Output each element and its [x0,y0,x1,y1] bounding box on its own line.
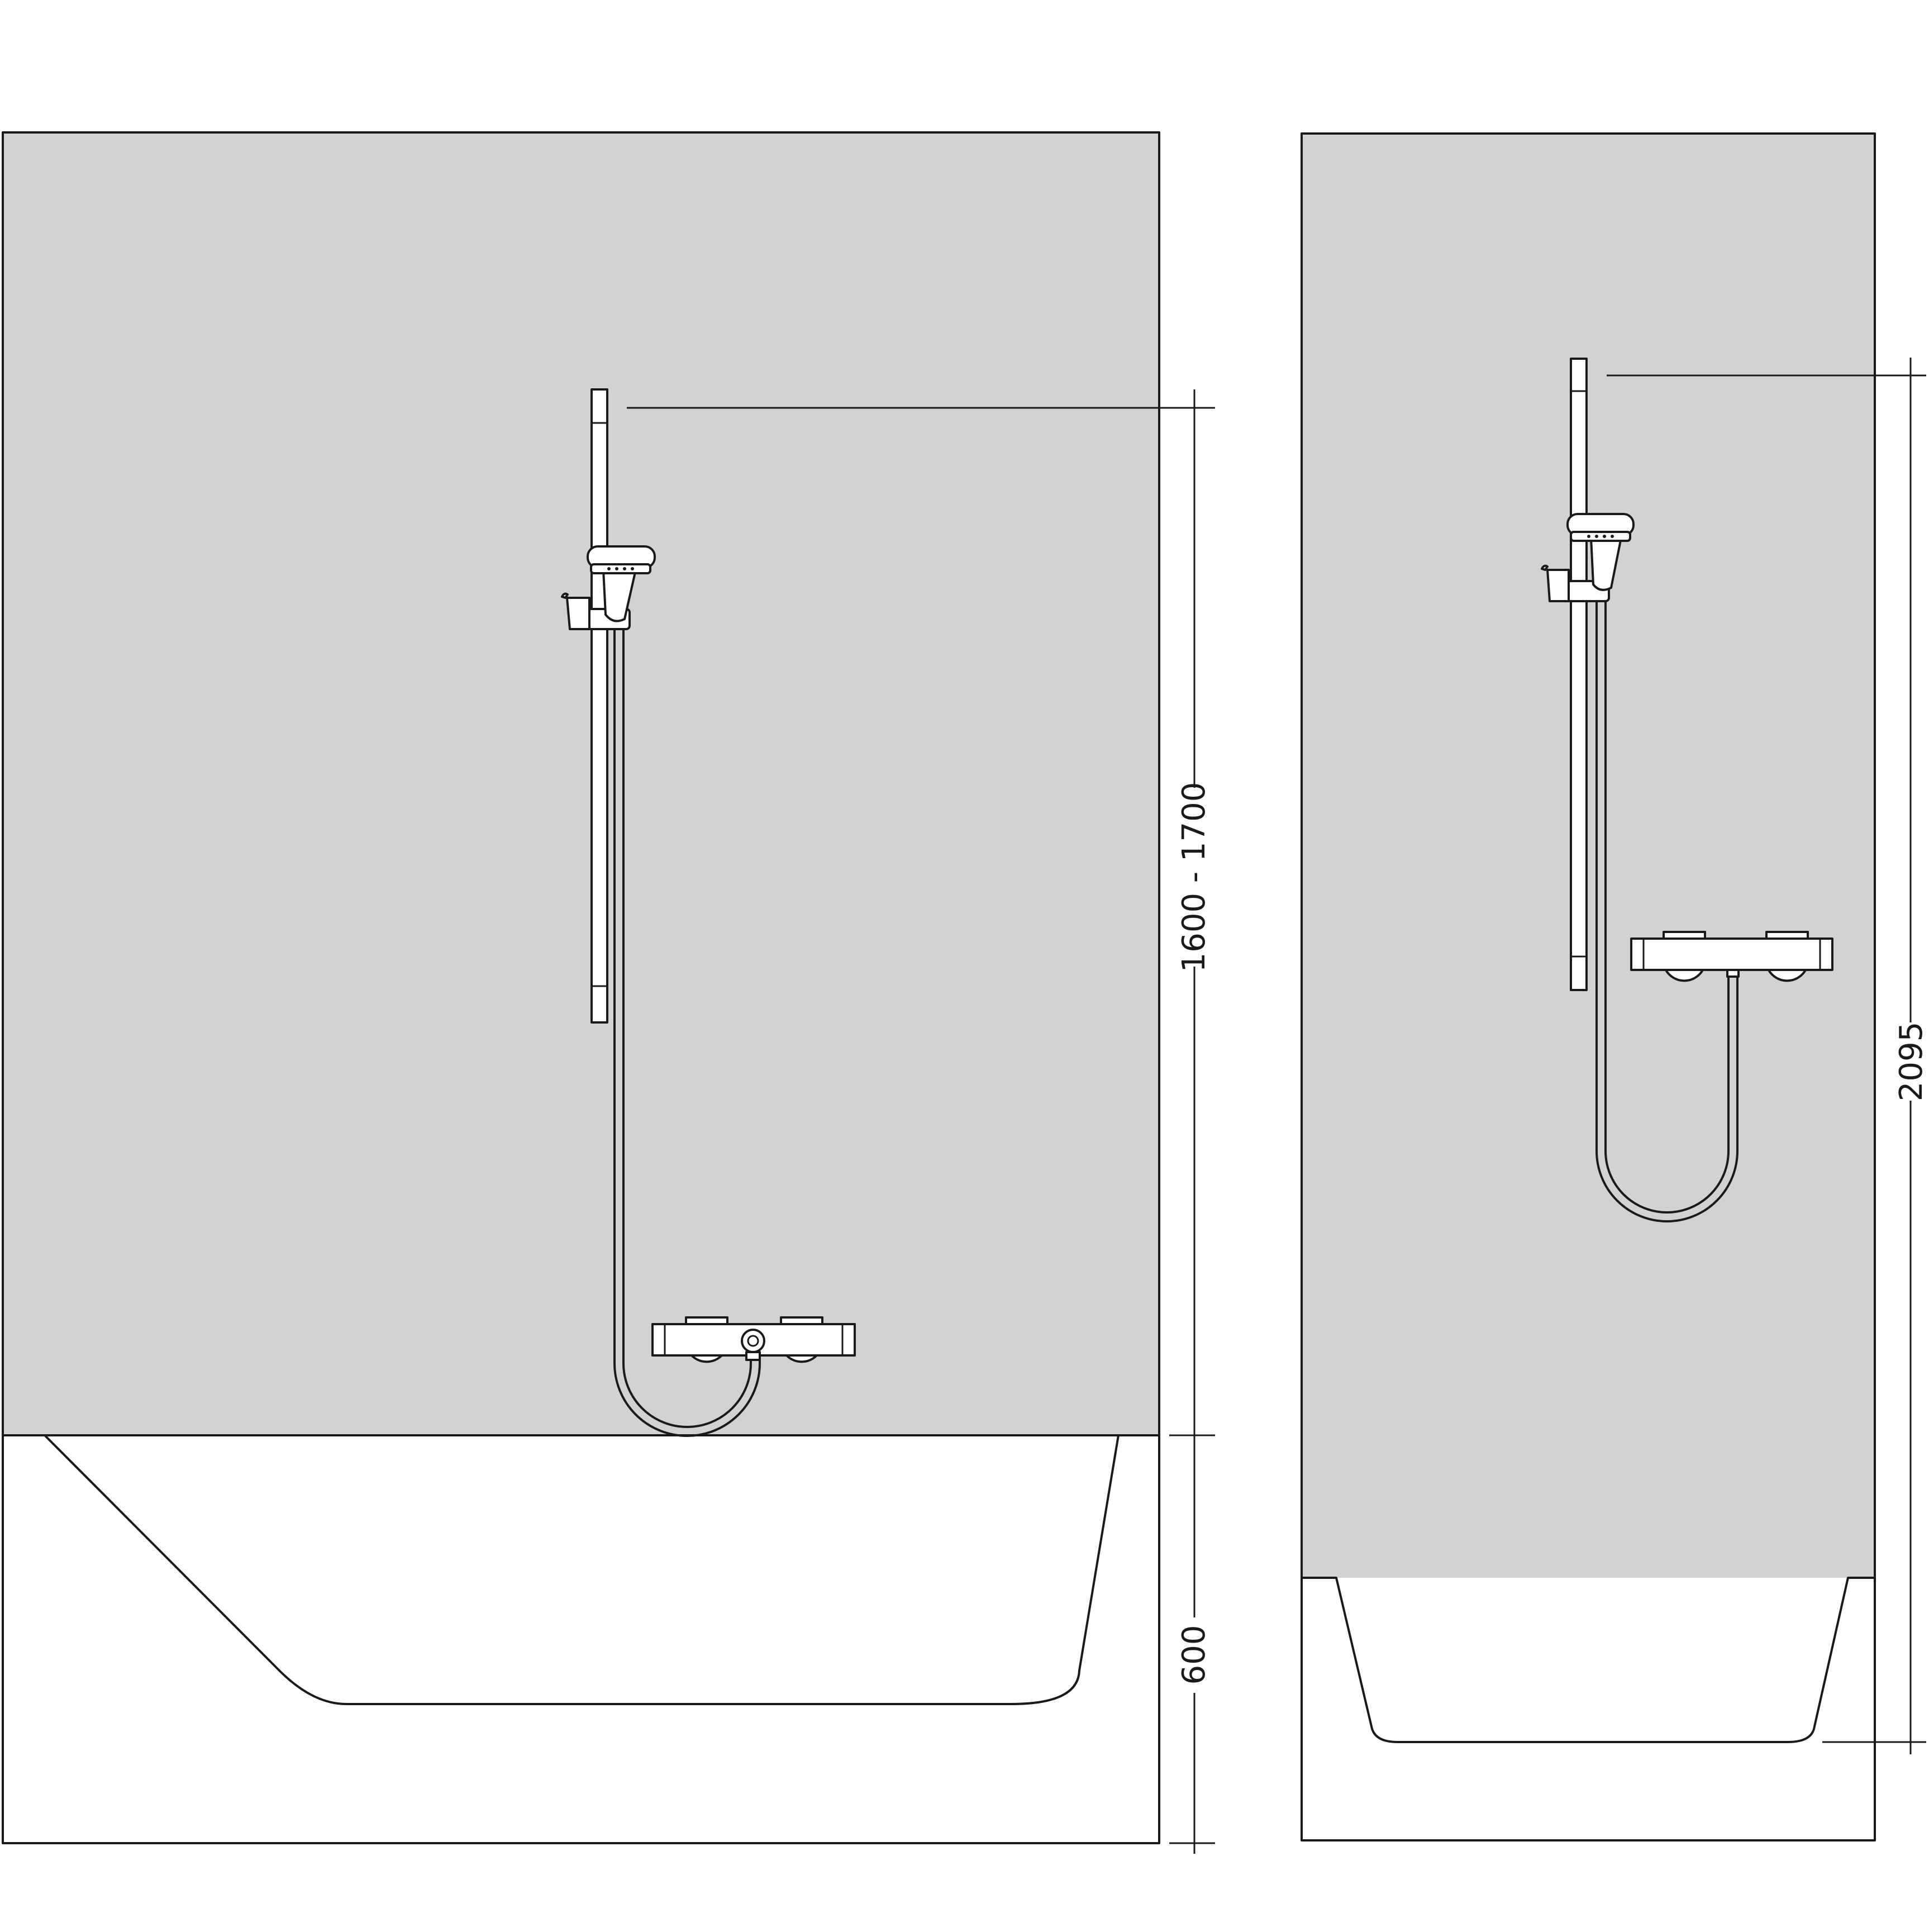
left-tub-apron [3,1435,1159,1843]
right-wall [1302,134,1875,1578]
dimension-label-upper: 1600 - 1700 [1176,782,1212,973]
left-dimension-lower: 600 [1169,1435,1215,1854]
right-thermostat-mixer [1630,931,1833,982]
left-hand-shower [561,545,656,630]
left-bathtub-outline [44,1434,1120,1705]
right-shower-hose [1595,591,1739,1222]
right-tray-outline [1301,1577,1876,1743]
left-frame [2,131,1160,1844]
left-shower-hose [613,619,761,1437]
right-frame [1301,132,1876,1841]
left-slide-rail [590,388,608,1024]
dimension-label-lower: 600 [1176,1625,1212,1685]
right-tray-area [1302,1578,1875,1840]
right-dimension: 2095 [1893,358,1929,1754]
right-hand-shower [1541,513,1635,602]
left-wall [3,132,1159,1435]
left-view: 1600 - 1700 600 [2,131,1215,1854]
right-view: 2095 [1301,132,1929,1841]
dimension-label-total: 2095 [1893,1022,1929,1102]
left-thermostat-mixer [651,1316,856,1363]
right-slide-rail [1570,358,1588,991]
left-dimension-upper: 1600 - 1700 [1169,389,1215,1436]
